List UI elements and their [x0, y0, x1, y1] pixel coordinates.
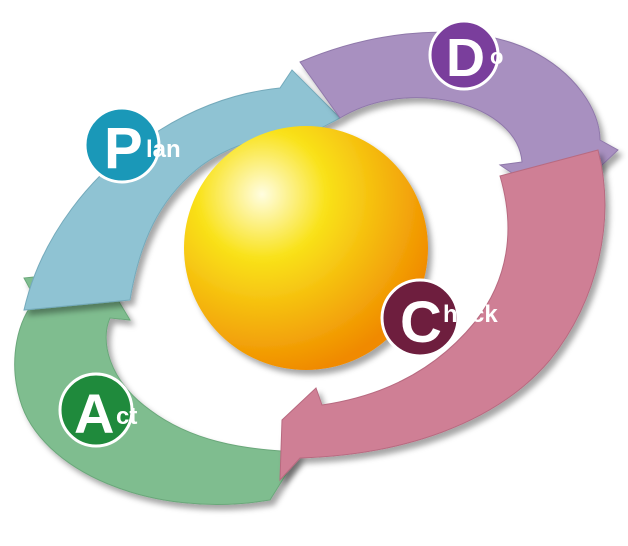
plan-initial: P — [104, 116, 143, 181]
act-initial: A — [74, 382, 114, 445]
act-rest: ct — [116, 403, 137, 430]
check-initial: C — [400, 290, 442, 355]
check-arrow — [279, 149, 606, 482]
check-badge-circle — [380, 278, 460, 358]
do-initial: D — [446, 28, 485, 88]
center-sphere — [184, 126, 428, 370]
plan-rest: lan — [146, 136, 181, 163]
check-badge: C heck — [380, 278, 498, 358]
do-badge: D o — [428, 19, 503, 91]
do-badge-circle — [428, 19, 500, 91]
check-rest: heck — [443, 301, 498, 328]
act-badge-circle — [58, 372, 134, 448]
plan-arrow — [23, 69, 341, 311]
plan-badge-circle — [83, 106, 161, 184]
do-rest: o — [490, 44, 503, 69]
act-badge: A ct — [58, 372, 137, 448]
plan-badge: P lan — [83, 106, 181, 184]
